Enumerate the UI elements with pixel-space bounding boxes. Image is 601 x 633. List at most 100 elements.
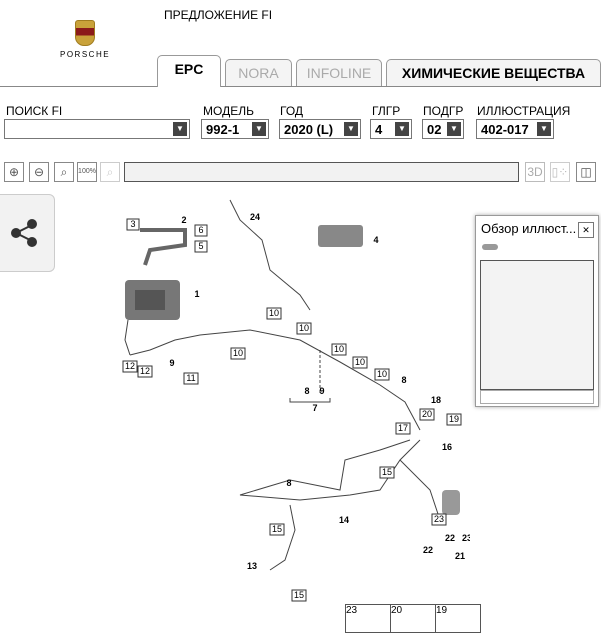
- callout-5[interactable]: 5: [194, 240, 208, 253]
- callout-10[interactable]: 10: [230, 347, 246, 360]
- callout-10[interactable]: 10: [266, 307, 282, 320]
- illustration-overview-panel[interactable]: Обзор иллюст... ✕: [475, 215, 599, 407]
- part-21-sensor[interactable]: [442, 490, 460, 515]
- part-4-control-unit[interactable]: [318, 225, 363, 247]
- callout-15[interactable]: 15: [379, 466, 395, 479]
- svg-text:18: 18: [431, 395, 441, 405]
- close-icon[interactable]: ✕: [578, 222, 594, 238]
- callout-24[interactable]: 24: [250, 212, 260, 222]
- svg-text:21: 21: [455, 551, 465, 561]
- callout-15[interactable]: 15: [291, 589, 307, 602]
- callout-6[interactable]: 6: [194, 224, 208, 237]
- callout-15[interactable]: 15: [269, 523, 285, 536]
- callout-8[interactable]: 8: [304, 386, 309, 396]
- callout-9[interactable]: 9: [319, 386, 324, 396]
- svg-text:14: 14: [339, 515, 349, 525]
- 3d-button[interactable]: 3D: [525, 162, 545, 182]
- callout-17[interactable]: 17: [395, 422, 411, 435]
- callout-14[interactable]: 14: [339, 515, 349, 525]
- svg-text:11: 11: [186, 373, 195, 383]
- callout-7[interactable]: 7: [312, 403, 317, 413]
- thumbnail-19[interactable]: 19: [435, 604, 481, 633]
- callout-8[interactable]: 8: [286, 478, 291, 488]
- chevron-down-icon: ▼: [344, 122, 358, 136]
- svg-text:19: 19: [449, 414, 459, 424]
- hotspot-icon: ▯⁘: [551, 165, 569, 179]
- callout-22[interactable]: 22: [423, 545, 433, 555]
- overview-minimap[interactable]: [480, 260, 594, 390]
- svg-text:10: 10: [334, 344, 344, 354]
- svg-text:15: 15: [382, 467, 392, 477]
- sub-group-label: ПОДГР: [423, 104, 464, 118]
- callout-16[interactable]: 16: [442, 442, 452, 452]
- sub-group-select[interactable]: 02▼: [422, 119, 464, 139]
- callout-19[interactable]: 19: [446, 413, 462, 426]
- page-title: ПРЕДЛОЖЕНИЕ FI: [164, 8, 273, 22]
- search-bar[interactable]: [124, 162, 519, 182]
- callout-23[interactable]: 23: [431, 513, 447, 526]
- callout-10[interactable]: 10: [352, 356, 368, 369]
- search-fi-select[interactable]: ▼: [4, 119, 190, 139]
- svg-text:10: 10: [233, 348, 243, 358]
- callout-2[interactable]: 2: [181, 215, 186, 225]
- zoom-in-icon: ⊕: [8, 165, 20, 179]
- callout-3[interactable]: 3: [126, 218, 140, 231]
- callout-22[interactable]: 22: [445, 533, 455, 543]
- illustration-label: ИЛЛЮСТРАЦИЯ: [477, 104, 571, 118]
- callout-18[interactable]: 18: [431, 395, 441, 405]
- svg-text:10: 10: [299, 323, 309, 333]
- chevron-down-icon: ▼: [447, 122, 461, 136]
- callout-13[interactable]: 13: [247, 561, 257, 571]
- callout-8[interactable]: 8: [401, 375, 406, 385]
- callout-12[interactable]: 12: [122, 360, 138, 373]
- callout-11[interactable]: 11: [183, 372, 199, 385]
- zoom-in-button[interactable]: ⊕: [4, 162, 24, 182]
- thumbnail-23[interactable]: 23: [345, 604, 391, 633]
- model-select[interactable]: 992-1▼: [201, 119, 269, 139]
- tab-nora[interactable]: NORA: [225, 59, 292, 86]
- callout-10[interactable]: 10: [296, 322, 312, 335]
- chevron-down-icon: ▼: [395, 122, 409, 136]
- share-icon: [11, 219, 37, 247]
- zoom-100-button[interactable]: 100%: [77, 162, 97, 182]
- svg-text:12: 12: [140, 366, 150, 376]
- callout-20[interactable]: 20: [419, 408, 435, 421]
- svg-text:8: 8: [286, 478, 291, 488]
- zoom-out-icon: ⊖: [33, 165, 45, 179]
- svg-text:23: 23: [434, 514, 444, 524]
- part-thumbnails[interactable]: 23 20 19: [345, 604, 485, 633]
- search-label: ПОИСК FI: [6, 104, 63, 118]
- main-group-select[interactable]: 4▼: [370, 119, 412, 139]
- search-icon: ⌕: [106, 165, 114, 179]
- callout-23[interactable]: 23: [462, 533, 470, 543]
- svg-text:10: 10: [377, 369, 387, 379]
- share-button[interactable]: [0, 194, 55, 272]
- search-button[interactable]: ⌕: [100, 162, 120, 182]
- callout-1[interactable]: 1: [194, 289, 199, 299]
- year-select[interactable]: 2020 (L)▼: [279, 119, 361, 139]
- part-1-module[interactable]: [125, 280, 180, 320]
- callout-10[interactable]: 10: [331, 343, 347, 356]
- zoom-out-button[interactable]: ⊖: [29, 162, 49, 182]
- tab-epc[interactable]: EPC: [157, 55, 221, 87]
- car-icon: [482, 244, 498, 250]
- thumbnail-20[interactable]: 20: [390, 604, 436, 633]
- illustration-select[interactable]: 402-017▼: [476, 119, 554, 139]
- svg-text:8: 8: [304, 386, 309, 396]
- svg-text:15: 15: [294, 590, 304, 600]
- callout-10[interactable]: 10: [374, 368, 390, 381]
- callout-4[interactable]: 4: [373, 235, 378, 245]
- callout-21[interactable]: 21: [455, 551, 465, 561]
- tab-chemicals[interactable]: ХИМИЧЕСКИЕ ВЕЩЕСТВА: [386, 59, 601, 86]
- part-2-bracket[interactable]: [140, 228, 187, 266]
- svg-text:15: 15: [272, 524, 282, 534]
- svg-text:13: 13: [247, 561, 257, 571]
- zoom-area-button[interactable]: ⌕: [54, 162, 74, 182]
- overview-thumbnail-strip[interactable]: [480, 390, 594, 404]
- split-view-button[interactable]: ◫: [576, 162, 596, 182]
- tab-infoline[interactable]: INFOLINE: [296, 59, 382, 86]
- callout-9[interactable]: 9: [169, 358, 174, 368]
- callout-12[interactable]: 12: [137, 365, 153, 378]
- hotspot-toggle-button[interactable]: ▯⁘: [550, 162, 570, 182]
